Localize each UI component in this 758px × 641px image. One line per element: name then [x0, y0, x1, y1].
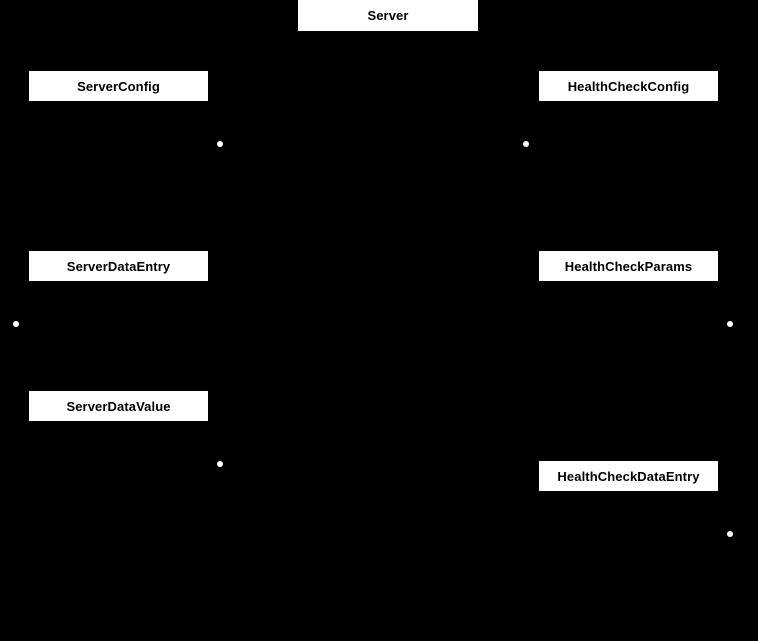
node-server-data-value-label: ServerDataValue	[66, 398, 171, 414]
edge-marker-dot-4	[727, 321, 733, 327]
edge-marker-dot-2	[523, 141, 529, 147]
node-server[interactable]: Server	[298, 0, 478, 31]
edge-healthcheckconfig-healthcheckparams	[628, 101, 629, 251]
node-server-data-entry-label: ServerDataEntry	[66, 258, 171, 274]
node-server-config[interactable]: ServerConfig	[29, 71, 208, 101]
node-health-check-data-entry-label: HealthCheckDataEntry	[557, 468, 700, 484]
edge-healthcheckparams-healthcheckdataentry	[628, 281, 629, 461]
edge-marker-dot-5	[217, 461, 223, 467]
node-health-check-data-entry[interactable]: HealthCheckDataEntry	[539, 461, 718, 491]
node-server-data-value[interactable]: ServerDataValue	[29, 391, 208, 421]
node-server-config-label: ServerConfig	[77, 78, 160, 94]
node-health-check-params[interactable]: HealthCheckParams	[539, 251, 718, 281]
node-server-label: Server	[367, 8, 409, 23]
node-health-check-params-label: HealthCheckParams	[564, 258, 693, 274]
edge-serverdataentry-serverdatavalue	[118, 281, 119, 391]
node-server-data-entry[interactable]: ServerDataEntry	[29, 251, 208, 281]
edge-marker-dot-6	[727, 531, 733, 537]
edge-serverconfig-serverdataentry	[118, 101, 119, 251]
edge-marker-dot-1	[217, 141, 223, 147]
edge-server-healthcheckconfig	[628, 31, 629, 71]
edge-marker-dot-3	[13, 321, 19, 327]
node-health-check-config[interactable]: HealthCheckConfig	[539, 71, 718, 101]
edge-server-serverconfig	[118, 31, 119, 71]
node-health-check-config-label: HealthCheckConfig	[567, 78, 690, 94]
